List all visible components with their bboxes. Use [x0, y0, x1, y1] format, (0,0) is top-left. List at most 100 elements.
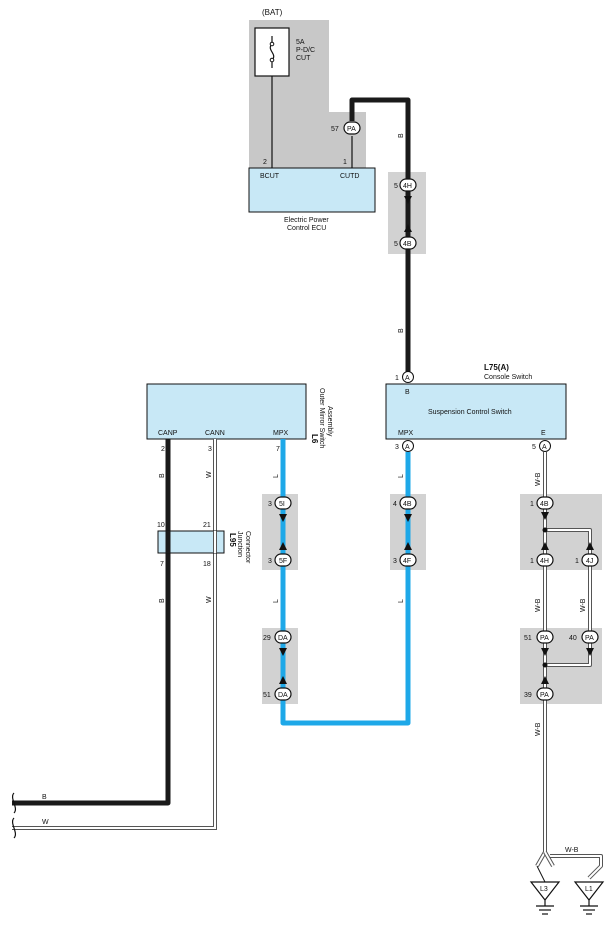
console-pin-top-circle: [402, 371, 414, 383]
conn-4b-r-code: 4B: [540, 501, 549, 508]
console-title: Suspension Control Switch: [428, 409, 512, 416]
console-pin-mpx-num: 3: [395, 444, 399, 451]
conn-5f-pin: 3: [268, 558, 272, 565]
conn-4h-r-code: 4H: [540, 558, 549, 565]
ecu-name-1: Electric Power: [284, 217, 329, 224]
conn-pa-pill: [343, 121, 361, 135]
junction-connector-box: [157, 530, 225, 554]
ecu-pin-left-num: 2: [263, 159, 267, 166]
conn-4b-r-pill: [536, 496, 554, 510]
conn-pa-shade: [328, 112, 366, 168]
conn-pa51-pill: [536, 630, 554, 644]
console-pin-e-code: A: [542, 444, 547, 451]
splice-point-2: [542, 662, 548, 668]
conn-4b-pill: [399, 236, 417, 250]
wire-letter-mpx-left-2: L: [273, 599, 280, 603]
junction-name-1: Junction: [236, 531, 243, 557]
wire-break-b: [11, 792, 17, 814]
conn-5i-pin: 3: [268, 501, 272, 508]
conn-4f-code: 4F: [403, 558, 411, 565]
console-pin-mpx-circle: [402, 440, 414, 452]
console-pin-e-circle: [539, 440, 551, 452]
mirror-name-2: Assembly: [326, 406, 333, 437]
junction-name-2: Connector: [244, 531, 251, 564]
wire-letter-cann-top: W: [206, 471, 213, 478]
fuse-label-1: 5A: [296, 39, 305, 46]
conn-4b-mid-pill: [399, 496, 417, 510]
ecu-pin-left-name: BCUT: [260, 173, 280, 180]
wire-b-label-2: B: [398, 328, 405, 333]
conn-arrow-da: [279, 648, 287, 684]
conn-4f-pin: 3: [393, 558, 397, 565]
mirror-num-cann: 3: [208, 446, 212, 453]
wire-break-w: [11, 817, 17, 839]
conn-da-bot-pin: 51: [263, 692, 271, 699]
mirror-pin-canp: CANP: [158, 430, 178, 437]
conn-4j-pin: 1: [575, 558, 579, 565]
wire-letter-canp-top: B: [159, 473, 166, 478]
conn-4j-code: 4J: [586, 558, 593, 565]
wire-b-canp: [12, 439, 171, 806]
ecu-name-2: Control ECU: [287, 225, 326, 232]
wire-letter-mpx-left-1: L: [273, 474, 280, 478]
mirror-switch-box: [146, 383, 307, 440]
console-pin-mpx-code: A: [405, 444, 410, 451]
wire-letter-e-1: W-B: [535, 472, 542, 486]
conn-4b-mid-pin: 4: [393, 501, 397, 508]
conn-da-bot-code: DA: [278, 692, 288, 699]
ground-l1-label: L1: [585, 886, 593, 893]
mirror-pin-mpx: MPX: [273, 430, 289, 437]
wire-letter-e-left: W-B: [535, 598, 542, 612]
junction-num-tl: 10: [157, 522, 165, 529]
conn-pa40-pill: [581, 630, 599, 644]
junction-num-br: 18: [203, 561, 211, 568]
mirror-name-1: Outer Mirror Switch: [318, 388, 325, 448]
conn-arrow-4b-mid: [404, 514, 412, 550]
console-code: L75(A): [484, 363, 509, 372]
conn-5i-code: 5I: [279, 501, 285, 508]
console-pin-e-name: E: [541, 430, 546, 437]
ecu-pin-right-name: CUTD: [340, 173, 359, 180]
conn-4b-r-pin: 1: [530, 501, 534, 508]
conn-arrow-5i: [279, 514, 287, 550]
mirror-num-mpx: 7: [276, 446, 280, 453]
conn-pa-code: PA: [347, 126, 356, 133]
mirror-code: L6: [310, 434, 319, 444]
fuse-label-3: CUT: [296, 55, 311, 62]
splice-point-1: [542, 527, 548, 533]
wire-letter-ground-link: W-B: [565, 847, 579, 854]
junction-code: L95: [228, 533, 237, 547]
conn-5f-pill: [274, 553, 292, 567]
bat-label: (BAT): [262, 8, 283, 17]
conn-4h-pin: 5: [394, 183, 398, 190]
console-pin-e-num: 5: [532, 444, 536, 451]
conn-pa40-pin: 40: [569, 635, 577, 642]
wire-letter-mpx-mid-1: L: [398, 474, 405, 478]
ecu-pin-right-num: 1: [343, 159, 347, 166]
console-pin-top-code: A: [405, 375, 410, 382]
wire-l-mpx: [280, 439, 411, 726]
ecu-box: [248, 167, 376, 213]
console-name: Console Switch: [484, 374, 532, 381]
conn-pa-pin: 57: [331, 126, 339, 133]
conn-4h-r-pill: [536, 553, 554, 567]
conn-arrow-pa: [541, 648, 594, 684]
conn-pa51-pin: 51: [524, 635, 532, 642]
junction-num-bl: 7: [160, 561, 164, 568]
fuse-label-2: P-D/C: [296, 47, 315, 54]
conn-4h-r-pin: 1: [530, 558, 534, 565]
conn-arrow-4h: [404, 196, 412, 232]
conn-pa51-code: PA: [540, 635, 549, 642]
conn-4j-pill: [581, 553, 599, 567]
console-pin-mpx-name: MPX: [398, 430, 414, 437]
wire-letter-e-right: W-B: [580, 598, 587, 612]
conn-4f-pill: [399, 553, 417, 567]
conn-4h-pill: [399, 178, 417, 192]
conn-pa39-pin: 39: [524, 692, 532, 699]
wire-letter-mpx-mid-2: L: [398, 599, 405, 603]
wire-wb-branch: [535, 452, 603, 880]
conn-4b-code: 4B: [403, 241, 412, 248]
wire-letter-canp-bot: B: [159, 598, 166, 603]
